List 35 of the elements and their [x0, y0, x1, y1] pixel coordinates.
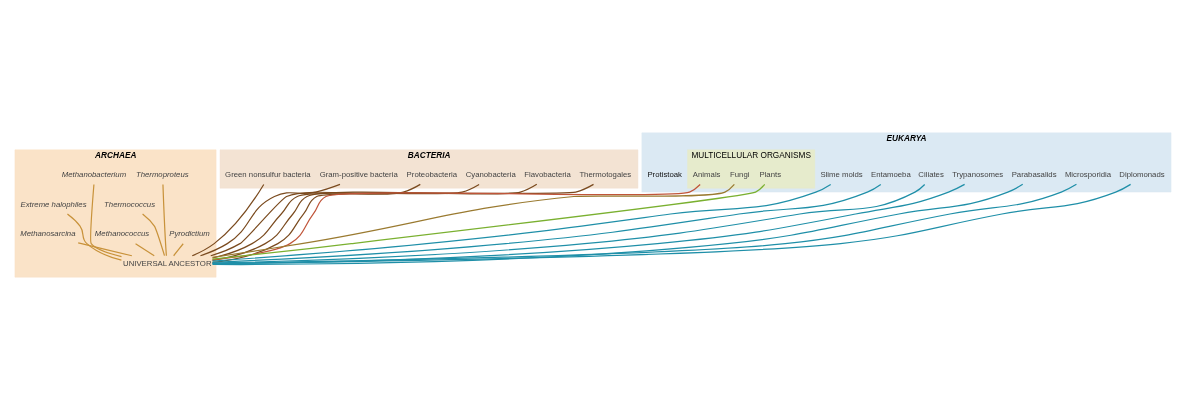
node-text: Methanococcus	[94, 229, 150, 239]
connector	[210, 183, 421, 257]
node-text: Gram-positive bacteria	[319, 170, 398, 180]
connector	[173, 243, 184, 257]
connector	[142, 213, 166, 257]
node-text: Thermotogales	[579, 170, 632, 180]
connector	[134, 243, 155, 257]
node-text: Animals	[692, 170, 721, 180]
connector	[199, 183, 341, 257]
node-text: Methanosarcina	[20, 229, 76, 239]
node-text: Green nonsulfur bacteria	[225, 170, 311, 180]
node-text: Slime molds	[820, 170, 863, 180]
node-text: Pyrodictium	[169, 229, 210, 239]
node-text: Diplomonads	[1119, 170, 1165, 180]
node-text: Ciliates	[918, 170, 944, 180]
node-text: Thermococcus	[104, 199, 156, 209]
node-text: Methanobacterium	[61, 169, 127, 179]
connector	[77, 242, 133, 257]
node-text: Microsporidia	[1064, 170, 1112, 180]
node-text: Cyanobacteria	[465, 170, 516, 180]
connector	[191, 183, 265, 257]
connector	[162, 183, 167, 257]
node-text: Extreme halophiles	[20, 199, 87, 209]
label: Protistoak	[647, 170, 682, 180]
node-text: Fungi	[730, 170, 750, 180]
node-text: Proteobacteria	[406, 170, 458, 180]
connector	[90, 183, 123, 258]
node-text: Plants	[759, 170, 782, 180]
node-text: Entamoeba	[870, 170, 911, 180]
node-text: Thermoproteus	[135, 169, 189, 179]
node-text: Trypanosomes	[952, 170, 1004, 180]
node-text: UNIVERSAL ANCESTOR	[123, 259, 212, 269]
node-text: Parabasalids	[1011, 170, 1057, 180]
connector	[66, 213, 122, 261]
node-text: Flavobacteria	[524, 170, 571, 180]
